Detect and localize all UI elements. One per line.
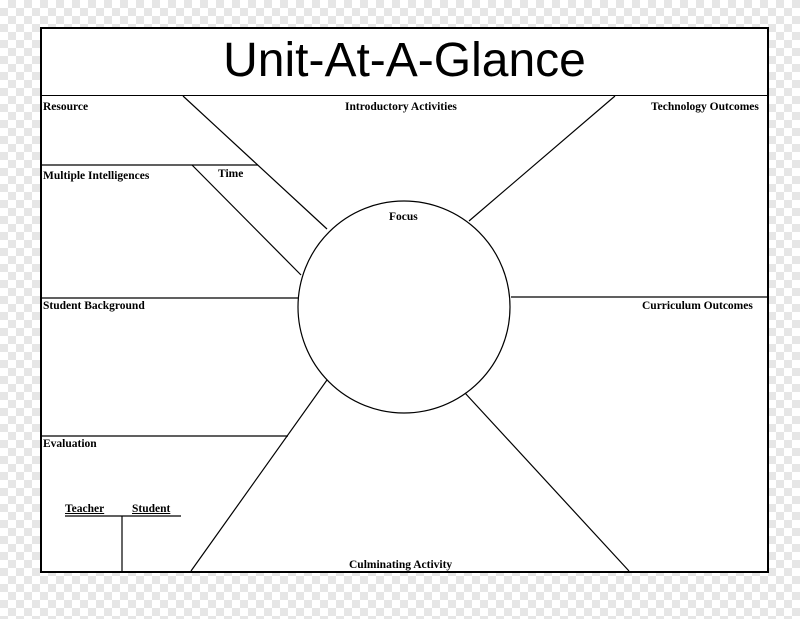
student-background-label: Student Background — [43, 300, 145, 312]
curriculum-outcomes-label: Curriculum Outcomes — [642, 300, 753, 312]
focus-circle — [297, 200, 511, 414]
evaluation-label: Evaluation — [43, 438, 97, 450]
student-label: Student — [132, 503, 171, 515]
worksheet-page: Unit-At-A-Glance — [40, 27, 769, 573]
divider-time — [191, 164, 302, 276]
divider-intro-technology — [468, 95, 616, 222]
title-band: Unit-At-A-Glance — [42, 29, 767, 96]
divider-bottom-right — [464, 392, 630, 572]
divider-bottom-left — [190, 379, 328, 572]
focus-label: Focus — [389, 211, 418, 223]
technology-outcomes-label: Technology Outcomes — [651, 101, 759, 113]
introductory-activities-label: Introductory Activities — [345, 101, 457, 113]
resource-label: Resource — [43, 101, 89, 113]
culminating-activity-label: Culminating Activity — [349, 559, 453, 571]
teacher-label: Teacher — [65, 503, 105, 515]
multiple-intelligences-label: Multiple Intelligences — [43, 170, 150, 182]
page-title: Unit-At-A-Glance — [223, 34, 586, 87]
divider-resource-intro — [182, 95, 328, 230]
time-label: Time — [218, 168, 244, 180]
